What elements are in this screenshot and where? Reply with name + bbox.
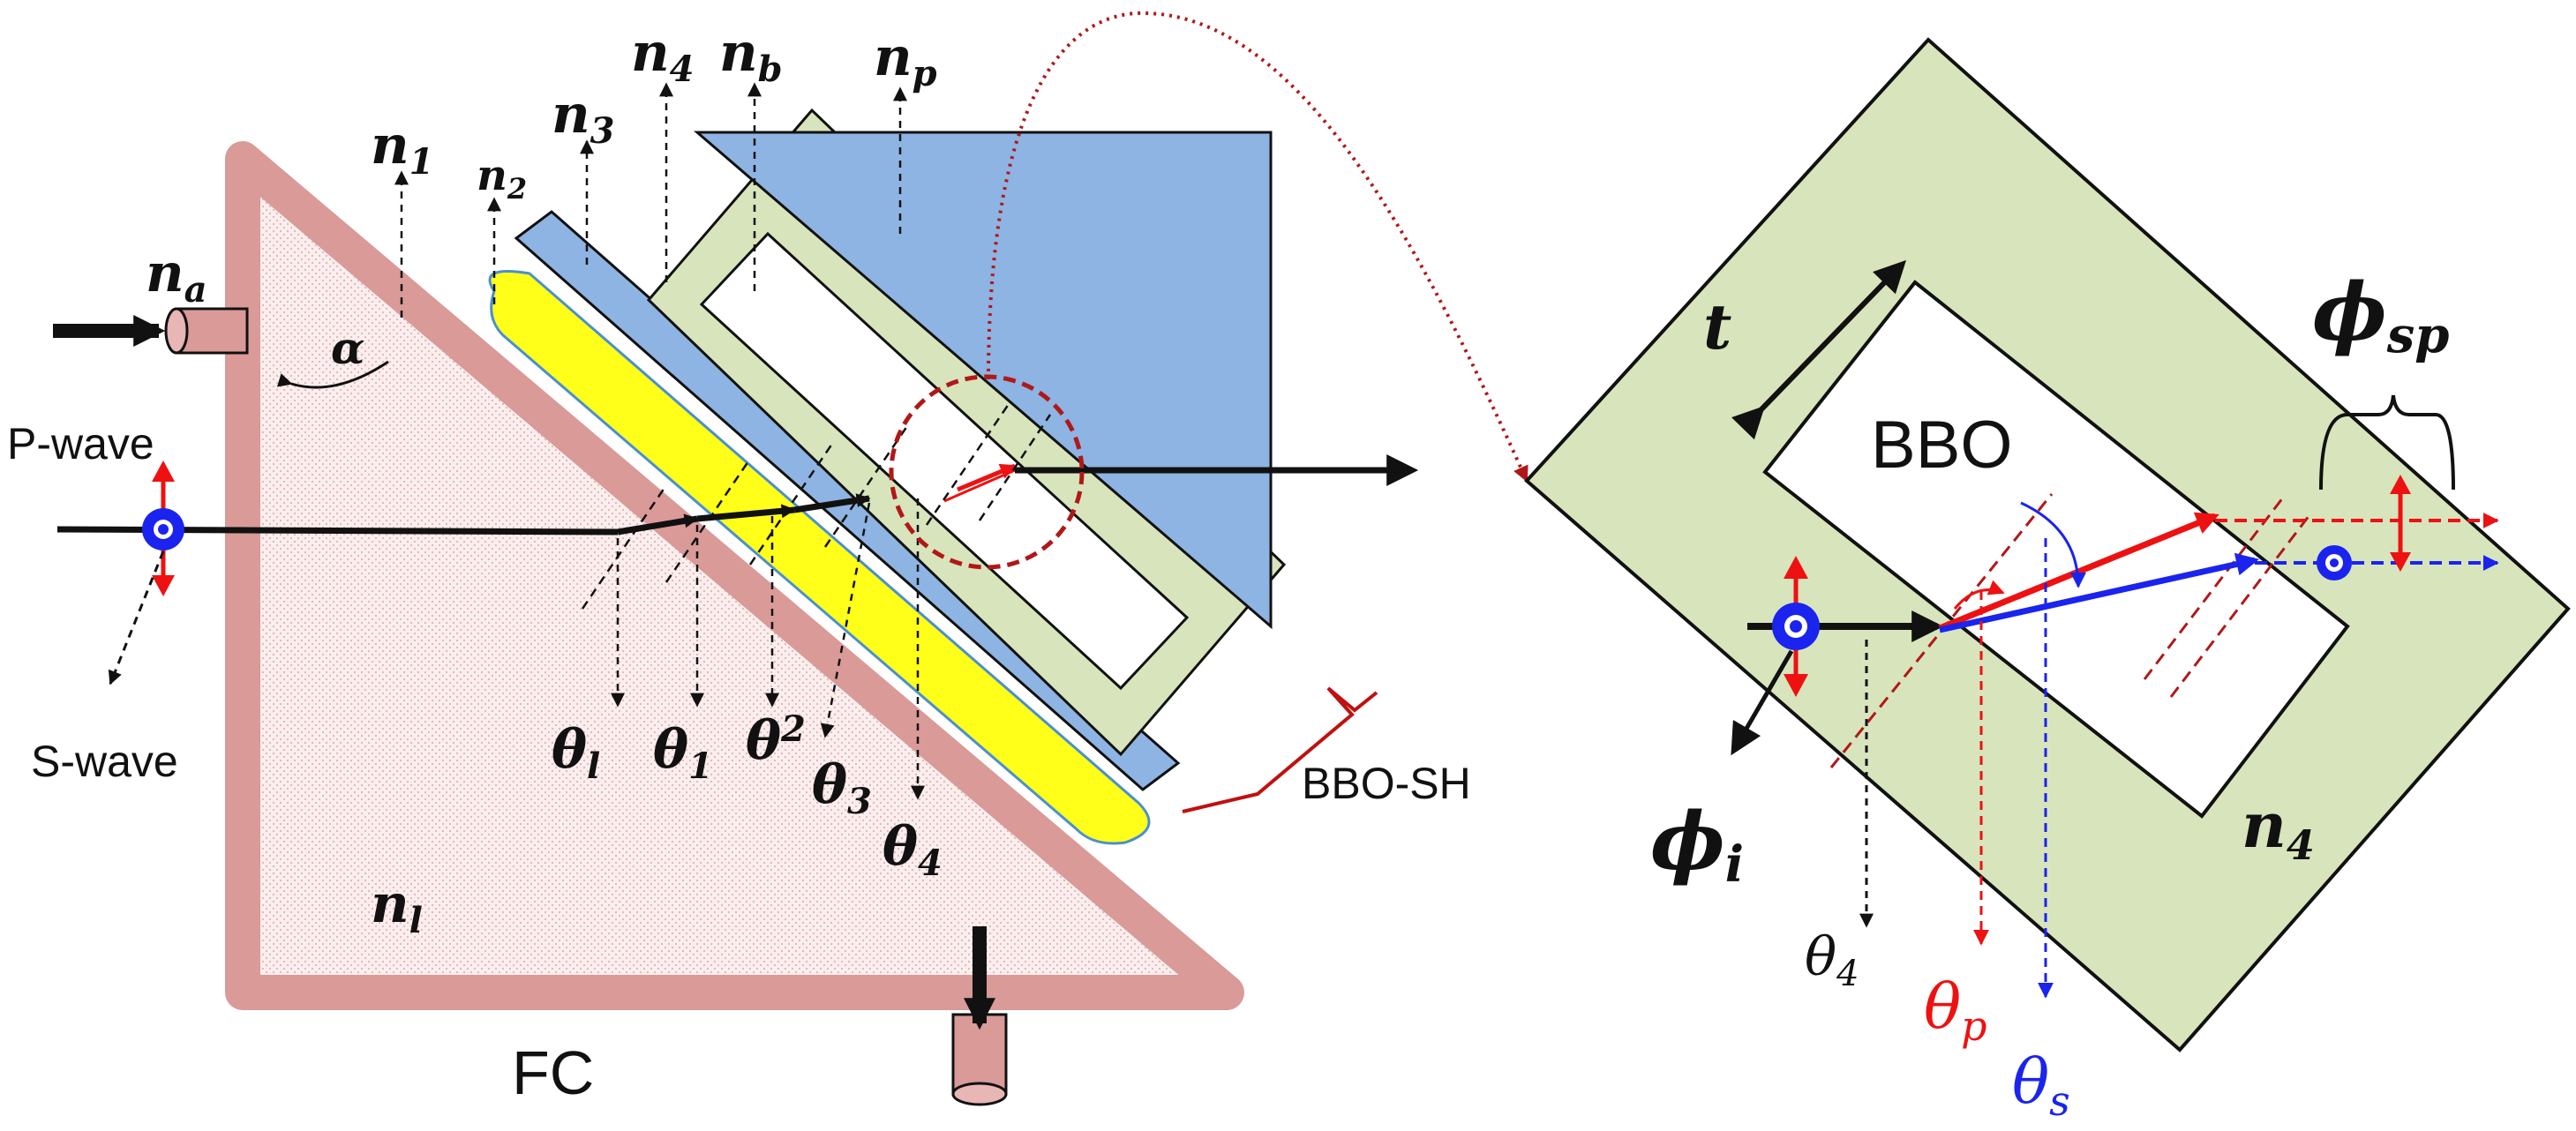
label-n-a: na <box>146 243 207 311</box>
inlet-tube <box>53 307 249 355</box>
zoom-circle <box>889 374 1085 570</box>
gold-film-layer <box>488 270 1151 845</box>
label-theta-l: θl <box>552 719 600 787</box>
label-n-4-left: n4 <box>631 22 694 90</box>
label-phi-sp: ϕsp <box>2312 266 2449 364</box>
phi-sp-brace <box>2319 394 2455 491</box>
label-n-b: nb <box>719 22 783 90</box>
label-p-wave: P-wave <box>7 419 154 468</box>
label-n-p: np <box>874 26 937 94</box>
label-n-1: n1 <box>371 115 433 183</box>
label-theta-4-left: θ4 <box>882 816 943 884</box>
label-phi-i: ϕi <box>1650 795 1744 894</box>
alpha-angle-arc <box>276 360 389 389</box>
interface-normals <box>581 401 1052 610</box>
theta-s-arc <box>2020 501 2086 588</box>
label-theta-s: θs <box>2012 1045 2070 1125</box>
label-theta-2: θ2 <box>746 708 806 772</box>
label-t: t <box>1703 290 1731 363</box>
outlet-tube <box>951 926 1008 1106</box>
polarization-symbol-left <box>108 461 184 685</box>
polarization-symbol-input-zoom <box>1731 556 1820 756</box>
label-theta-4-zoom: θ4 <box>1805 926 1859 994</box>
refracted-s-ray <box>1939 552 2260 633</box>
polarization-symbol-output-zoom <box>2317 475 2411 580</box>
label-bbo-sh: BBO-SH <box>1302 759 1471 808</box>
label-bbo-zoom: BBO <box>1871 408 2013 483</box>
theta-p-arc <box>1953 580 2005 610</box>
label-n-l: nl <box>371 873 423 941</box>
label-n-3: n3 <box>552 84 614 152</box>
coupling-prism <box>693 131 1273 630</box>
flow-cell-frame <box>225 141 1244 1010</box>
thickness-arrow <box>1731 259 1907 440</box>
label-theta-p: θp <box>1924 970 1987 1050</box>
zoom-connector <box>987 11 1528 483</box>
angle-markers-left <box>611 498 925 800</box>
flow-cell <box>225 141 1244 1010</box>
label-alpha: α <box>331 322 364 374</box>
label-fc: FC <box>512 1038 594 1107</box>
bbo-sh-bracket <box>1182 686 1378 813</box>
label-n-2: n2 <box>477 151 527 206</box>
label-s-wave: S-wave <box>31 737 178 786</box>
bbo-crystal-left <box>699 231 1190 691</box>
bbo-zoom-panel <box>1524 37 2571 1052</box>
label-theta-1: θ1 <box>653 719 713 787</box>
label-theta-3: θ3 <box>812 754 872 822</box>
index-pointers <box>394 82 907 318</box>
label-n-4-zoom: n4 <box>2242 789 2315 869</box>
